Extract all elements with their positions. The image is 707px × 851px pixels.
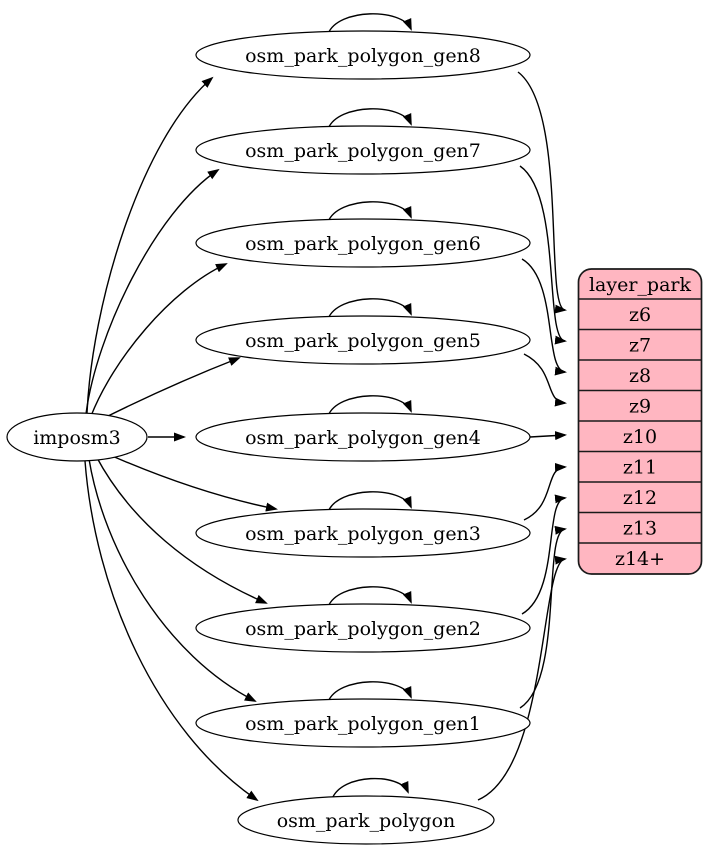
self-loop-gen1	[327, 681, 412, 703]
edge-imposm3-gen6	[90, 263, 228, 417]
imposm3-ellipse	[6, 412, 148, 462]
edge-gen6-z8	[521, 258, 567, 376]
self-loop-polygon	[331, 777, 409, 800]
layer-park-row-z9: z9	[629, 396, 651, 418]
node-osm-park-polygon-gen8: osm_park_polygon_gen8	[195, 30, 531, 80]
edge-imposm3-gen2	[95, 455, 268, 604]
gen4-label: osm_park_polygon_gen4	[245, 427, 481, 449]
gen5-ellipse	[195, 315, 531, 365]
gen8-label: osm_park_polygon_gen8	[245, 45, 481, 67]
gen1-ellipse	[195, 698, 531, 748]
gen2-ellipse	[195, 603, 531, 653]
node-osm-park-polygon-gen6: osm_park_polygon_gen6	[195, 218, 531, 268]
edge-imposm3-gen1	[88, 458, 257, 702]
gen8-ellipse	[195, 30, 531, 80]
gen2-label: osm_park_polygon_gen2	[245, 618, 481, 640]
node-imposm3: imposm3	[6, 412, 148, 462]
self-loop-edges	[327, 13, 412, 800]
node-osm-park-polygon-gen4: osm_park_polygon_gen4	[195, 412, 531, 462]
layer-park-row-z7: z7	[629, 335, 651, 357]
gen6-ellipse	[195, 218, 531, 268]
gen1-label: osm_park_polygon_gen1	[245, 713, 481, 735]
edges-imposm3-to-tables	[84, 76, 278, 802]
node-layer-park: layer_park z6 z7 z8 z9 z10 z11 z12 z13 z…	[577, 268, 703, 575]
gen5-label: osm_park_polygon_gen5	[245, 330, 481, 352]
self-loop-gen5	[327, 298, 412, 320]
polygon-label: osm_park_polygon	[277, 810, 456, 832]
layer-park-row-z13: z13	[623, 518, 657, 540]
layer-park-title: layer_park	[589, 274, 692, 296]
edge-imposm3-polygon	[84, 460, 259, 802]
node-osm-park-polygon-gen7: osm_park_polygon_gen7	[195, 125, 531, 175]
layer-park-row-z8: z8	[629, 365, 651, 387]
edge-imposm3-gen5	[99, 357, 241, 421]
edge-gen5-z9	[523, 353, 567, 407]
edge-gen3-z11	[523, 462, 567, 521]
self-loop-gen8	[327, 13, 412, 35]
imposm3-label: imposm3	[33, 427, 121, 449]
edge-imposm3-gen8	[86, 76, 214, 414]
gen4-ellipse	[195, 412, 531, 462]
edges-tables-to-layer	[477, 71, 567, 801]
self-loop-gen6	[327, 201, 412, 223]
layer-park-row-z12: z12	[623, 487, 657, 509]
node-osm-park-polygon-gen1: osm_park_polygon_gen1	[195, 698, 531, 748]
edge-gen2-z12	[521, 494, 567, 615]
layer-park-row-z6: z6	[629, 304, 651, 326]
node-osm-park-polygon: osm_park_polygon	[237, 795, 495, 845]
layer-park-row-z10: z10	[623, 426, 657, 448]
gen3-ellipse	[195, 508, 531, 558]
node-osm-park-polygon-gen5: osm_park_polygon_gen5	[195, 315, 531, 365]
layer-park-row-z14plus: z14+	[615, 548, 665, 570]
gen7-label: osm_park_polygon_gen7	[245, 140, 481, 162]
node-osm-park-polygon-gen2: osm_park_polygon_gen2	[195, 603, 531, 653]
edge-gen1-z13	[519, 525, 567, 709]
edge-gen7-z7	[519, 165, 567, 345]
gen6-label: osm_park_polygon_gen6	[245, 233, 481, 255]
self-loop-gen3	[327, 491, 412, 513]
self-loop-gen4	[327, 395, 412, 417]
gen7-ellipse	[195, 125, 531, 175]
gen3-label: osm_park_polygon_gen3	[245, 523, 481, 545]
layer-park-row-z11: z11	[623, 457, 657, 479]
node-osm-park-polygon-gen3: osm_park_polygon_gen3	[195, 508, 531, 558]
self-loop-gen2	[327, 586, 412, 608]
edge-gen8-z6	[517, 71, 567, 314]
edge-imposm3-gen3	[102, 451, 278, 512]
polygon-ellipse	[237, 795, 495, 845]
edge-gen4-z10	[529, 431, 567, 441]
edge-imposm3-gen7	[85, 168, 220, 415]
edge-polygon-z14	[477, 555, 567, 801]
self-loop-gen7	[327, 108, 412, 130]
